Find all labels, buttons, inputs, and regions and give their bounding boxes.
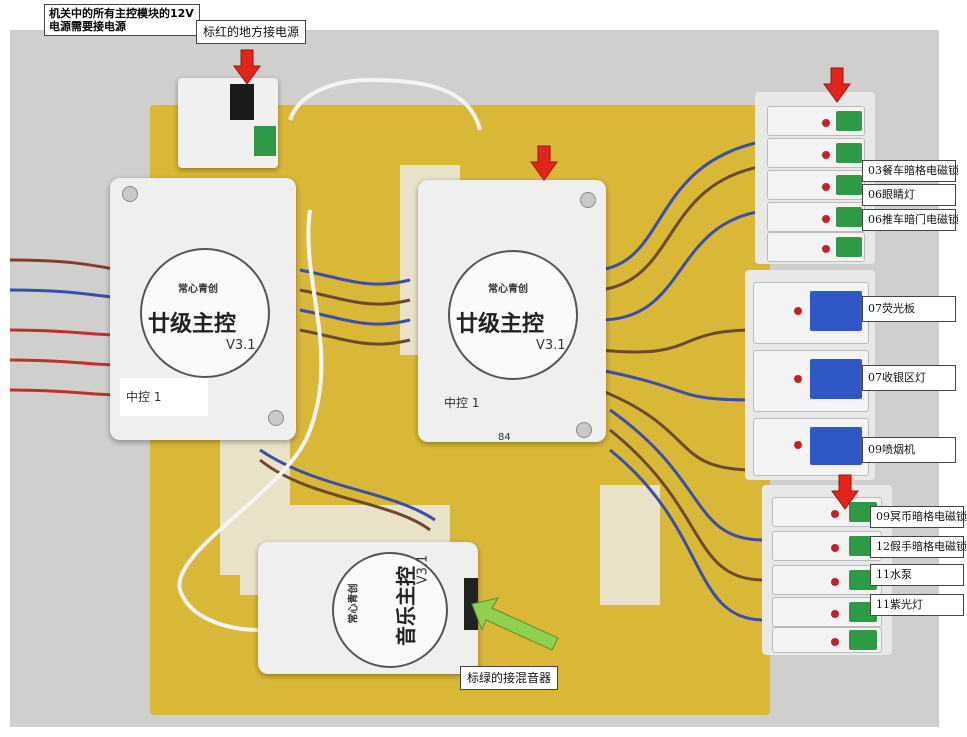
module-version: V3.1 [415,554,431,585]
board-photo: 常心青创 廿级主控 V3.1 中控 1 常心青创 廿级主控 V3.1 中控 1 … [9,30,939,727]
module-sticker: 中控 1 [120,378,208,416]
relay-label: 07荧光板 [862,296,956,322]
relay-label: 09冥币暗格电磁锁 [870,506,967,528]
module-brand: 常心青创 [178,284,218,295]
relay-unit [767,170,865,200]
module-brand: 常心青创 [348,583,360,624]
relay-label: 06推车暗门电磁锁 [862,209,959,231]
red-arrow-icon [530,145,558,181]
red-arrow-icon [233,49,261,85]
relay-label: 09喷烟机 [862,437,956,463]
board-slot [600,485,660,605]
module-brand: 常心青创 [488,284,528,295]
relay-unit [772,565,882,595]
module-title: 廿级主控 [456,312,545,337]
relay-label: 11水泵 [870,564,964,586]
relay-label: 12假手暗格电磁锁 [870,536,967,558]
relay-unit [767,232,865,262]
module-sticker: 中控 1 [444,396,480,410]
power-board [178,78,278,168]
module-tag: 84 [498,432,511,443]
screw [580,192,596,208]
relay-unit [772,627,882,653]
power-jack [230,84,254,120]
relay-unit [772,497,882,527]
module-version: V3.1 [226,338,256,353]
relay-board-middle [745,270,875,480]
relay-label: 06眼睛灯 [862,184,956,206]
logo-circle [140,248,270,378]
relay-label: 11紫光灯 [870,594,964,616]
main-controller-center: 常心青创 廿级主控 V3.1 中控 1 84 [418,180,606,443]
mixer-hint-label: 标绿的接混音器 [460,666,559,690]
power-hint-label: 标红的地方接电源 [196,20,307,44]
module-version: V3.1 [536,338,566,353]
relay-unit [753,282,869,344]
module-title: 廿级主控 [148,312,237,337]
red-arrow-icon [823,67,851,103]
relay-label: 07收银区灯 [862,365,956,391]
wires-graphic [9,77,771,632]
green-arrow-icon [471,597,559,651]
terminal-block [254,126,276,156]
relay-unit [767,138,865,168]
relay-unit [767,202,865,232]
screw [576,422,592,438]
audio-port [464,578,478,630]
relay-unit [753,418,869,476]
relay-unit [772,531,882,561]
logo-circle [332,552,448,668]
relay-label: 03餐车暗格电磁锁 [862,160,959,182]
relay-unit [772,597,882,627]
screw [268,410,284,426]
logo-circle [448,250,578,380]
relay-board-top [755,92,875,264]
red-arrow-icon [831,474,859,510]
music-controller: 常心青创 音乐主控 V3.1 [258,542,478,674]
top-left-note: 机关中的所有主控模块的12V电源需要接电源 [44,4,200,36]
relay-unit [753,350,869,412]
main-controller-left: 常心青创 廿级主控 V3.1 中控 1 [110,178,296,440]
screw [122,186,138,202]
relay-unit [767,106,865,136]
